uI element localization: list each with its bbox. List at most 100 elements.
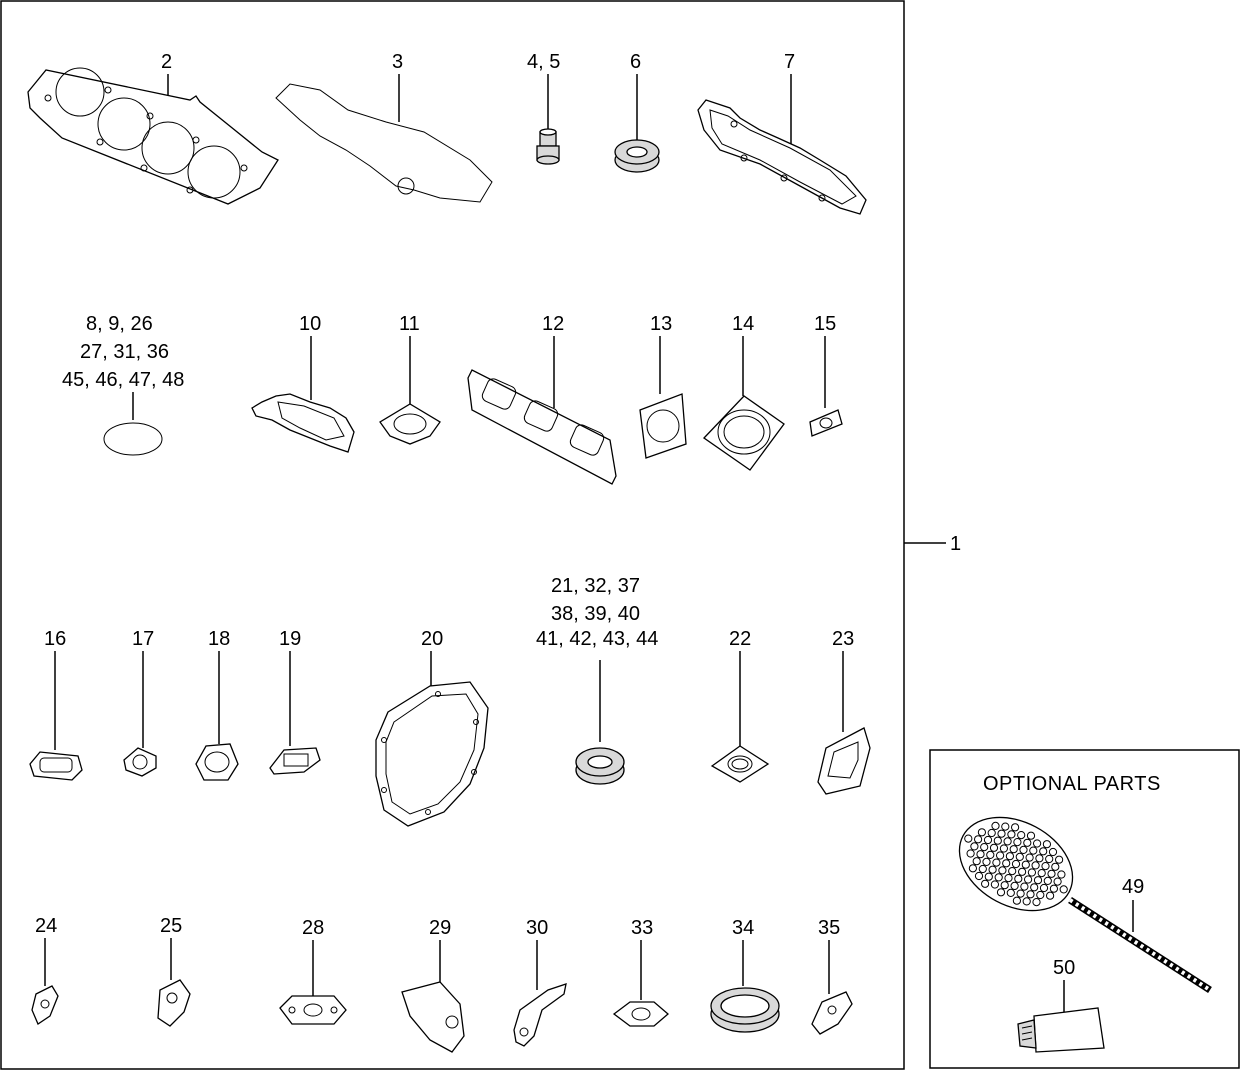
part-24-gasket: 24 <box>31 915 59 1025</box>
svg-text:14: 14 <box>732 313 754 335</box>
brush-bead <box>1049 884 1059 893</box>
brush-bead <box>986 850 995 860</box>
brush-bead <box>981 879 990 888</box>
brush-bead <box>1051 862 1060 871</box>
brush-bead <box>1039 847 1048 856</box>
main-frame <box>0 0 905 1070</box>
brush-bead <box>1005 852 1015 861</box>
svg-text:33: 33 <box>631 917 653 939</box>
part-12-exhaust-manifold-gasket: 12 <box>467 313 617 485</box>
svg-text:23: 23 <box>832 628 854 650</box>
brush-bead <box>1009 845 1018 854</box>
part-25-gasket: 25 <box>157 915 191 1027</box>
part-group-oring-callout: 8, 9, 26 27, 31, 36 45, 46, 47, 48 <box>62 313 184 456</box>
part-17-gasket: 17 <box>123 628 157 777</box>
brush-bead <box>1002 859 1011 868</box>
brush-bead <box>1026 890 1035 899</box>
brush-bead <box>1036 890 1045 900</box>
brush-bead <box>1019 845 1028 855</box>
brush-bead <box>1039 883 1049 893</box>
part-29-gasket: 29 <box>401 917 465 1053</box>
svg-text:13: 13 <box>650 313 672 335</box>
brush-bead <box>1031 861 1040 870</box>
brush-bead <box>1022 897 1031 906</box>
svg-text:38, 39, 40: 38, 39, 40 <box>551 603 640 625</box>
part-7-manifold-gasket: 7 <box>697 51 867 215</box>
brush-bead <box>1035 854 1044 863</box>
brush-bead <box>996 888 1006 897</box>
svg-text:11: 11 <box>399 313 420 335</box>
brush-bead <box>993 836 1002 845</box>
brush-bead <box>1033 839 1042 848</box>
svg-text:18: 18 <box>208 628 230 650</box>
brush-bead <box>991 821 1000 831</box>
svg-text:3: 3 <box>392 51 403 73</box>
brush-bead <box>1027 868 1037 877</box>
brush-bead <box>1046 891 1055 900</box>
svg-text:24: 24 <box>35 915 57 937</box>
svg-text:25: 25 <box>160 915 182 937</box>
brush-bead <box>1003 837 1012 846</box>
brush-bead <box>987 828 996 838</box>
brush-bead <box>989 843 999 852</box>
svg-text:29: 29 <box>429 917 451 939</box>
brush-bead <box>1059 885 1068 894</box>
brush-bead <box>1011 859 1021 869</box>
part-28-gasket: 28 <box>279 917 347 1025</box>
svg-text:2: 2 <box>161 51 172 73</box>
svg-text:28: 28 <box>302 917 324 939</box>
svg-text:20: 20 <box>421 628 443 650</box>
part-13-gasket: 13 <box>639 313 687 459</box>
part-15-gasket: 15 <box>809 313 843 437</box>
optional-parts-box: OPTIONAL PARTS 49 50 <box>929 749 1240 1069</box>
brush-bead <box>970 842 979 851</box>
brush-bead <box>1041 862 1050 871</box>
part-33-gasket: 33 <box>612 917 669 1027</box>
part-2-cylinder-head-gasket: 2 <box>27 51 279 205</box>
brush-bead <box>976 850 985 859</box>
brush-bead <box>974 871 984 881</box>
optional-parts-title: OPTIONAL PARTS <box>983 773 1161 795</box>
part-35-gasket: 35 <box>811 917 853 1035</box>
brush-bead <box>1007 830 1016 839</box>
brush-bead <box>997 829 1006 838</box>
part-3-valve-cover-gasket: 3 <box>275 51 493 203</box>
svg-text:12: 12 <box>542 313 564 335</box>
brush-bead <box>1029 846 1038 855</box>
svg-text:35: 35 <box>818 917 840 939</box>
brush-bead <box>990 880 1000 889</box>
brush-bead <box>980 843 989 852</box>
brush-bead <box>1018 867 1027 876</box>
brush-bead <box>983 835 993 845</box>
brush-bead <box>1043 876 1052 886</box>
brush-bead <box>1017 831 1026 840</box>
brush-bead <box>966 849 975 858</box>
brush-bead <box>1025 853 1034 862</box>
brush-bead <box>1004 874 1013 883</box>
svg-text:21, 32, 37: 21, 32, 37 <box>551 575 640 597</box>
svg-text:6: 6 <box>630 51 641 73</box>
part-34-seal: 34 <box>710 917 780 1033</box>
brush-bead <box>1047 869 1056 878</box>
brush-bead <box>1032 898 1041 907</box>
brush-bead <box>994 873 1003 882</box>
part-49-cylinder-hone-brush: 49 <box>958 816 1212 993</box>
svg-text:17: 17 <box>132 628 154 650</box>
brush-bead <box>1057 870 1066 879</box>
svg-text:8, 9, 26: 8, 9, 26 <box>86 313 153 335</box>
part-22-gasket: 22 <box>710 628 770 783</box>
svg-text:41, 42, 43, 44: 41, 42, 43, 44 <box>536 628 658 650</box>
svg-text:4, 5: 4, 5 <box>527 51 560 73</box>
brush-bead <box>1053 877 1062 886</box>
brush-bead <box>1016 889 1025 898</box>
brush-bead <box>972 857 981 866</box>
part-50-lubricant-tube: 50 <box>1017 957 1105 1053</box>
part-19-gasket: 19 <box>269 628 321 775</box>
part-23-gasket: 23 <box>817 628 871 795</box>
part-30-gasket: 30 <box>513 917 567 1047</box>
part-10-gasket: 10 <box>251 313 355 453</box>
svg-text:49: 49 <box>1122 876 1144 898</box>
brush-bead <box>992 858 1001 867</box>
brush-bead <box>1006 888 1015 898</box>
brush-bead <box>1026 831 1036 840</box>
